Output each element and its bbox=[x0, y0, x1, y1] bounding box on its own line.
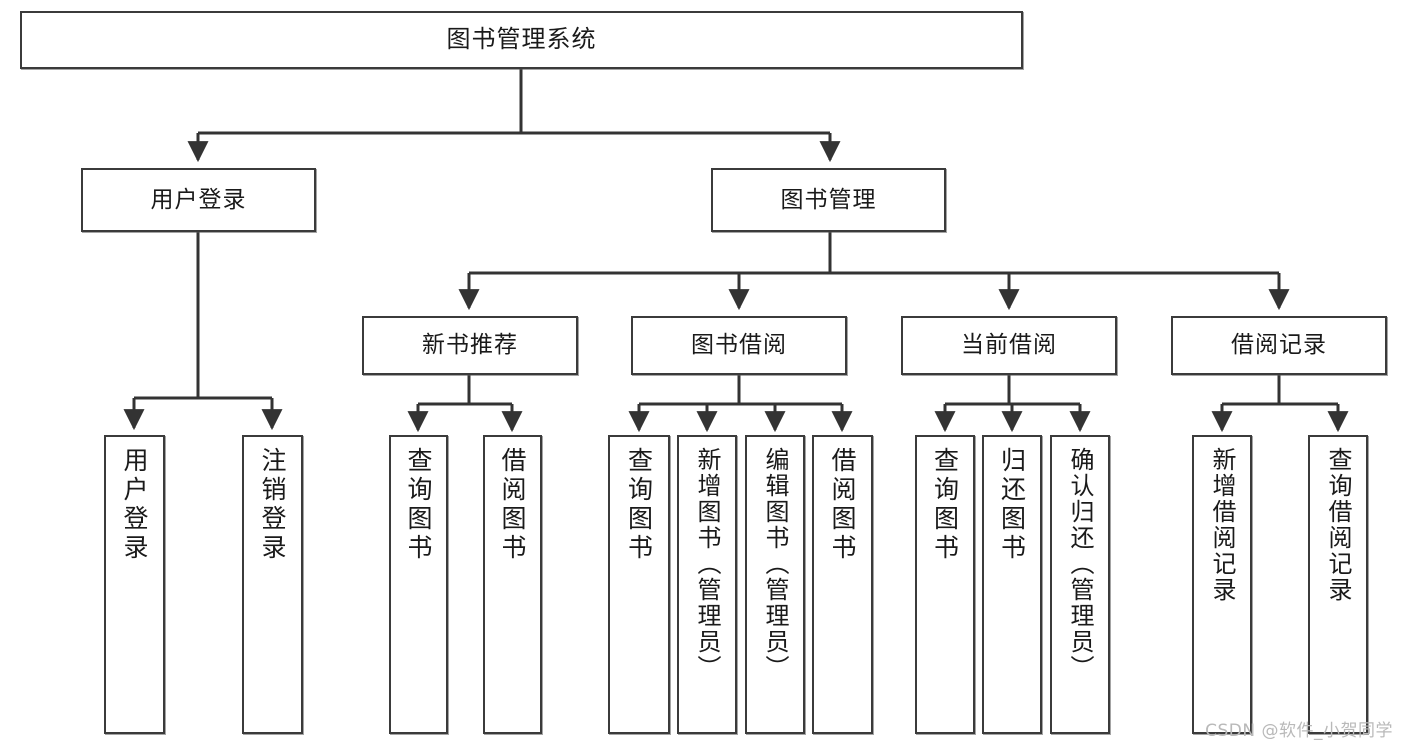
node-label: 用户登录 bbox=[120, 447, 149, 563]
leaf-current-borrow-query-book[interactable]: 查询图书 bbox=[915, 435, 975, 734]
leaf-borrow-records-add-record[interactable]: 新增借阅记录 bbox=[1192, 435, 1252, 734]
node-label: 编辑图书（管理员） bbox=[761, 447, 789, 681]
node-label: 查询图书 bbox=[624, 447, 654, 563]
node-label: 用户登录 bbox=[150, 186, 247, 213]
leaf-book-borrow-add-book-admin[interactable]: 新增图书（管理员） bbox=[677, 435, 737, 734]
node-label: 当前借阅 bbox=[961, 332, 1057, 359]
node-label: 查询借阅记录 bbox=[1324, 447, 1352, 603]
node-label: 查询图书 bbox=[930, 447, 960, 563]
node-label: 注销登录 bbox=[258, 447, 287, 563]
node-borrow-records[interactable]: 借阅记录 bbox=[1171, 316, 1387, 375]
leaf-book-borrow-borrow-book[interactable]: 借阅图书 bbox=[812, 435, 873, 734]
node-label: 借阅图书 bbox=[498, 447, 527, 563]
node-label: 借阅图书 bbox=[828, 447, 857, 563]
leaf-book-borrow-edit-book-admin[interactable]: 编辑图书（管理员） bbox=[745, 435, 805, 734]
leaf-book-borrow-query-book[interactable]: 查询图书 bbox=[608, 435, 670, 734]
leaf-new-book-query-book[interactable]: 查询图书 bbox=[389, 435, 448, 734]
node-label: 借阅记录 bbox=[1231, 332, 1327, 359]
node-label: 新增图书（管理员） bbox=[693, 447, 721, 681]
node-label: 查询图书 bbox=[404, 447, 433, 563]
node-user-login[interactable]: 用户登录 bbox=[81, 168, 316, 232]
node-label: 新增借阅记录 bbox=[1208, 447, 1236, 603]
node-new-book-recommendation[interactable]: 新书推荐 bbox=[362, 316, 578, 375]
leaf-current-borrow-return-book[interactable]: 归还图书 bbox=[982, 435, 1042, 734]
leaf-user-login-login[interactable]: 用户登录 bbox=[104, 435, 165, 734]
node-label: 图书管理 bbox=[780, 186, 877, 213]
node-book-borrow[interactable]: 图书借阅 bbox=[631, 316, 847, 375]
node-label: 新书推荐 bbox=[422, 332, 518, 359]
leaf-borrow-records-query-record[interactable]: 查询借阅记录 bbox=[1308, 435, 1368, 734]
node-label: 确认归还（管理员） bbox=[1066, 447, 1094, 681]
node-label: 图书管理系统 bbox=[446, 25, 597, 54]
leaf-new-book-borrow-book[interactable]: 借阅图书 bbox=[483, 435, 542, 734]
leaf-user-login-logout[interactable]: 注销登录 bbox=[242, 435, 303, 734]
node-label: 图书借阅 bbox=[691, 332, 787, 359]
node-book-management[interactable]: 图书管理 bbox=[711, 168, 946, 232]
node-root-book-management-system[interactable]: 图书管理系统 bbox=[20, 11, 1023, 69]
watermark-text: CSDN @软件_小贺同学 bbox=[1205, 721, 1393, 741]
node-current-borrow[interactable]: 当前借阅 bbox=[901, 316, 1117, 375]
node-label: 归还图书 bbox=[997, 447, 1027, 563]
leaf-current-borrow-confirm-return-admin[interactable]: 确认归还（管理员） bbox=[1050, 435, 1110, 734]
